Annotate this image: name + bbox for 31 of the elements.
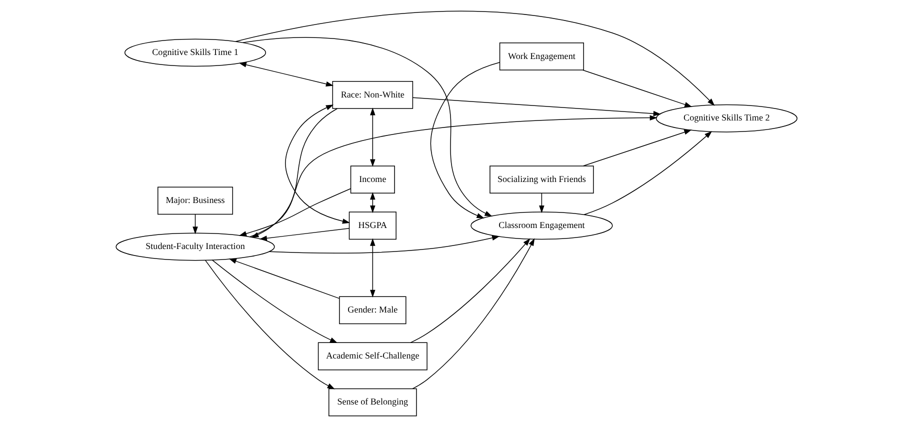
arrow <box>258 228 349 241</box>
arrow <box>238 188 351 236</box>
arrow <box>234 10 714 106</box>
node-box: Income <box>350 166 394 194</box>
arrow <box>583 131 712 215</box>
arrow <box>204 260 334 390</box>
arrow <box>412 97 660 116</box>
node-box: Sense of Belonging <box>328 388 416 416</box>
node-box: Work Engagement <box>498 42 584 70</box>
node-box: Race: Non-White <box>332 81 413 109</box>
node-box: Academic Self-Challenge <box>317 342 427 370</box>
node-box: HSGPA <box>348 212 396 240</box>
arrow <box>211 260 338 344</box>
arrow <box>268 235 500 254</box>
arrow <box>228 258 340 299</box>
arrow <box>370 108 375 167</box>
node-box: Major: Business <box>157 186 233 215</box>
arrow <box>582 70 692 108</box>
arrow <box>582 130 692 166</box>
arrow <box>412 238 534 390</box>
arrow <box>430 62 500 218</box>
node-ellipse: Cognitive Skills Time 2 <box>655 104 797 132</box>
arrow <box>410 238 530 343</box>
node-box: Socializing with Friends <box>489 166 594 194</box>
node-box: Gender: Male <box>338 296 406 324</box>
arrow <box>192 214 198 234</box>
arrow <box>538 192 544 214</box>
arrow <box>284 104 350 224</box>
arrow <box>242 37 492 217</box>
arrow <box>238 62 334 87</box>
arrow <box>370 238 375 298</box>
